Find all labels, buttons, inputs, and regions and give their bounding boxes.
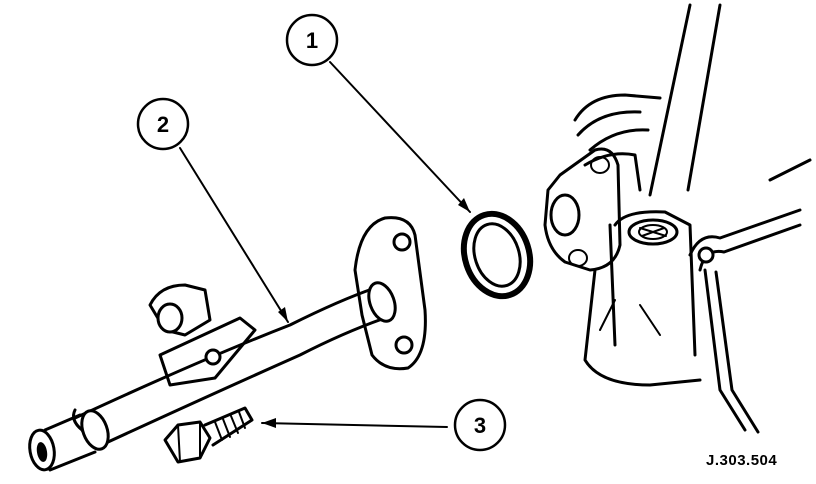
callout-2-label: 2 — [157, 112, 169, 137]
callout-1: 1 — [285, 13, 339, 67]
flange-bolt — [163, 406, 254, 464]
callout-2: 2 — [136, 97, 190, 151]
engine-housing — [543, 3, 812, 434]
pickup-tube — [28, 216, 427, 472]
figure-reference-code: J.303.504 — [706, 452, 778, 469]
callout-3-label: 3 — [474, 413, 486, 438]
callout-3: 3 — [453, 398, 507, 452]
callout-1-label: 1 — [306, 28, 318, 53]
callout-leaders — [179, 61, 471, 428]
o-ring-seal — [460, 210, 534, 300]
